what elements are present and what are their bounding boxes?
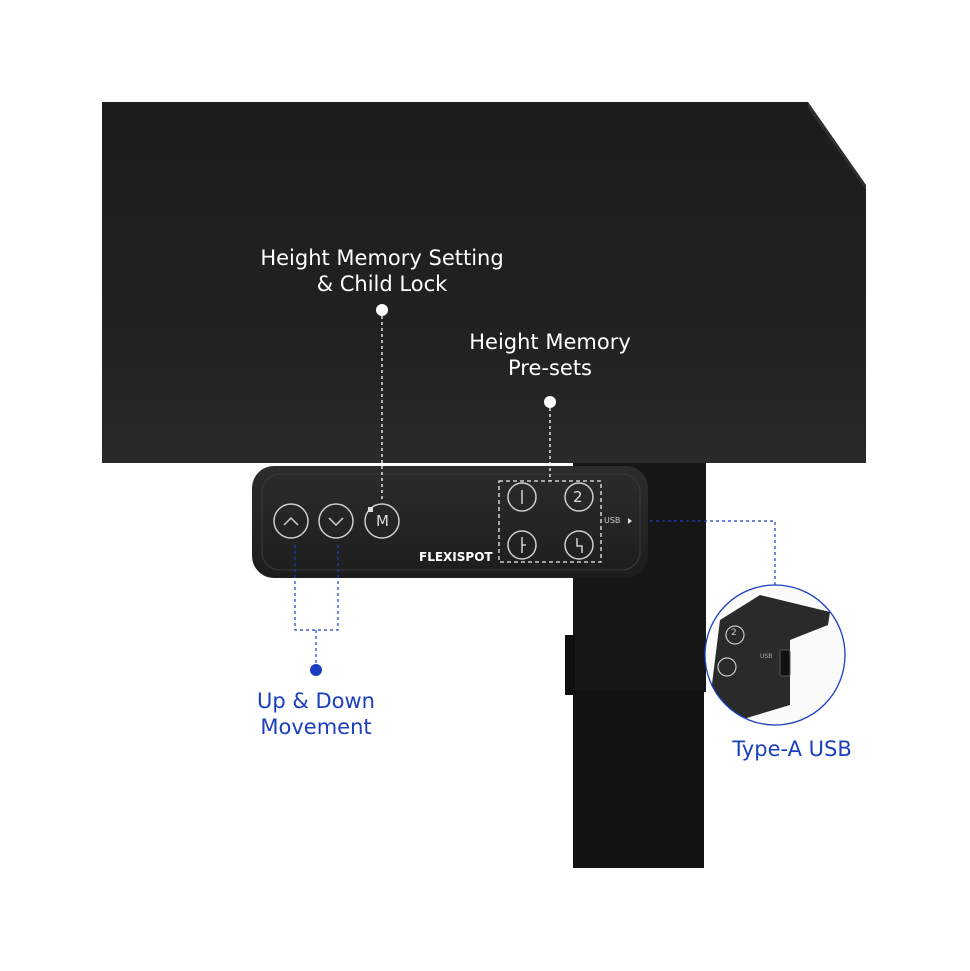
down-button	[318, 503, 354, 539]
brand-logo: FLEXISPOT	[419, 550, 493, 564]
label-line: Movement	[260, 715, 372, 739]
label-line: Height Memory Setting	[260, 246, 504, 270]
memory-setting-dot	[376, 304, 388, 316]
usb-label: Type-A USB	[732, 737, 852, 761]
memory-setting-label: Height Memory Setting & Child Lock	[222, 245, 542, 297]
presets-dot	[544, 396, 556, 408]
inset-usb-text: USB	[760, 653, 773, 660]
preset-2-label: 2	[573, 488, 583, 506]
memory-button	[364, 503, 400, 539]
stand-icon	[521, 537, 526, 553]
memory-button-label: M	[376, 512, 389, 530]
label-line: Height Memory	[469, 330, 631, 354]
usb-inset-photo	[705, 585, 845, 725]
usb-text: USB	[604, 516, 621, 525]
up-arrow-icon	[283, 516, 299, 526]
inset-preset-2-label: 2	[731, 628, 737, 638]
label-line: Pre-sets	[508, 356, 592, 380]
label-line: Up & Down	[257, 689, 375, 713]
sit-icon	[576, 538, 583, 553]
preset-sit-button	[564, 530, 594, 560]
down-arrow-icon	[328, 517, 344, 527]
preset-stand-button	[507, 530, 537, 560]
preset-1-button	[507, 482, 537, 512]
preset-2-button	[564, 482, 594, 512]
label-line: & Child Lock	[316, 272, 448, 296]
control-panel	[252, 466, 648, 578]
desktop	[102, 102, 866, 463]
up-down-dot	[310, 664, 322, 676]
up-down-label: Up & Down Movement	[216, 688, 416, 740]
presets-label: Height Memory Pre-sets	[430, 329, 670, 381]
desk-leg-lower	[573, 690, 704, 868]
usb-arrow-icon	[628, 518, 632, 524]
lock-icon	[368, 507, 373, 512]
up-button	[273, 503, 309, 539]
usb-port	[779, 649, 791, 677]
